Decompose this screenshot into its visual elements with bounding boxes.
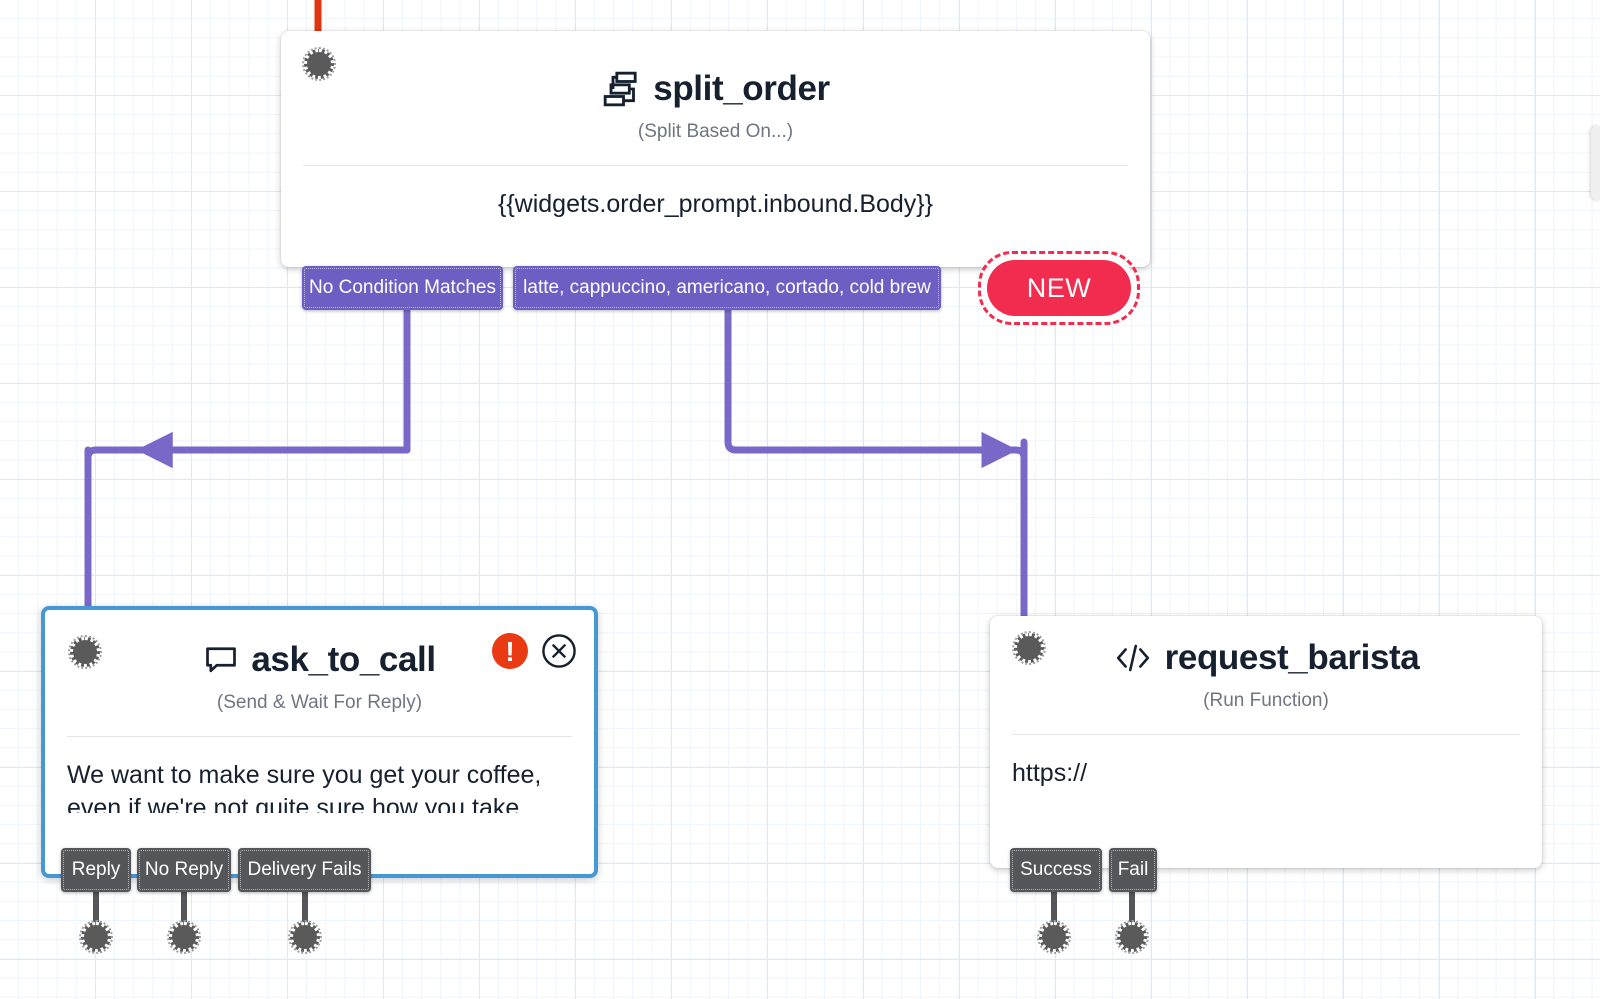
- node-title-ask-to-call: ask_to_call: [251, 640, 436, 679]
- output-handle-no-reply[interactable]: [167, 920, 201, 954]
- node-divider: [67, 736, 572, 737]
- transition-label: No Reply: [144, 859, 224, 880]
- node-input-handle-split-order[interactable]: [302, 47, 336, 81]
- transition-label: No Condition Matches: [309, 277, 496, 298]
- node-body-ask-to-call: We want to make sure you get your coffee…: [67, 761, 542, 813]
- node-title-request-barista: request_barista: [1164, 638, 1420, 677]
- transition-no-condition-matches[interactable]: No Condition Matches: [302, 266, 503, 310]
- transition-fail[interactable]: Fail: [1109, 848, 1157, 892]
- code-brackets-icon: [1116, 644, 1149, 672]
- node-body-request-barista: https://: [1012, 759, 1088, 787]
- node-divider: [1012, 734, 1520, 735]
- node-title-row: split_order: [281, 69, 1150, 109]
- node-body-split-order: {{widgets.order_prompt.inbound.Body}}: [497, 190, 934, 218]
- node-split-order[interactable]: split_order (Split Based On...) {{widget…: [281, 31, 1150, 267]
- new-badge-label: NEW: [1026, 272, 1092, 303]
- output-handle-reply[interactable]: [79, 920, 113, 954]
- transition-label: Fail: [1117, 859, 1149, 880]
- node-subtitle-request-barista: (Run Function): [1203, 690, 1329, 711]
- edge-latte-to-request-barista: [724, 307, 1018, 469]
- node-divider: [303, 165, 1128, 166]
- node-title-split-order: split_order: [653, 69, 830, 108]
- speech-bubble-icon: [206, 647, 237, 673]
- node-ask-to-call[interactable]: ask_to_call ! (Send & Wait For Reply) We…: [41, 606, 598, 878]
- node-request-barista[interactable]: request_barista (Run Function) https://: [990, 616, 1542, 868]
- transition-label: Success: [1020, 859, 1092, 880]
- transition-reply[interactable]: Reply: [61, 848, 131, 892]
- transition-no-reply[interactable]: No Reply: [137, 848, 231, 892]
- edge-no-condition-corner: [84, 446, 144, 474]
- node-subtitle-ask-to-call: (Send & Wait For Reply): [216, 692, 423, 713]
- close-icon[interactable]: [541, 633, 577, 669]
- output-handle-delivery-fails[interactable]: [288, 920, 322, 954]
- node-title-row: ask_to_call: [45, 640, 594, 680]
- node-title-row: request_barista: [990, 638, 1542, 678]
- transition-delivery-fails[interactable]: Delivery Fails: [238, 848, 371, 892]
- transition-latte-list[interactable]: latte, cappuccino, americano, cortado, c…: [513, 266, 941, 310]
- transition-success[interactable]: Success: [1010, 848, 1102, 892]
- output-handle-success[interactable]: [1037, 920, 1071, 954]
- output-handle-fail[interactable]: [1115, 920, 1149, 954]
- node-input-handle-request-barista[interactable]: [1012, 631, 1046, 665]
- error-icon-glyph: !: [505, 635, 515, 667]
- transition-label: latte, cappuccino, americano, cortado, c…: [523, 277, 931, 298]
- edge-latte-corner: [996, 446, 1028, 474]
- edge-no-condition-to-ask-to-call: [136, 307, 411, 469]
- vertical-scrollbar-thumb[interactable]: [1591, 126, 1600, 200]
- transition-label: Reply: [71, 859, 121, 880]
- node-input-handle-ask-to-call[interactable]: [68, 635, 102, 669]
- split-flow-icon: [604, 71, 637, 107]
- new-transition-badge[interactable]: NEW: [978, 251, 1140, 325]
- node-subtitle-split-order: (Split Based On...): [637, 121, 794, 142]
- transition-label: Delivery Fails: [247, 859, 362, 880]
- error-icon[interactable]: !: [492, 633, 528, 669]
